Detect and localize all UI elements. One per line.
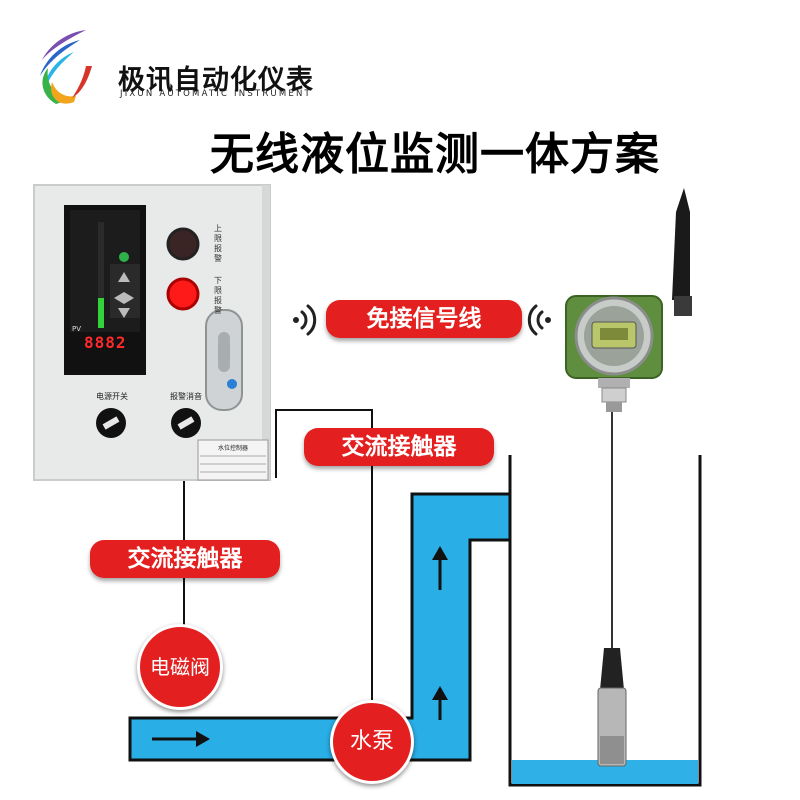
- alarm-mute-label: 报警消音: [170, 392, 202, 401]
- tank-outline: [508, 455, 702, 787]
- power-switch-label: 电源开关: [96, 392, 128, 401]
- submersible-probe: [597, 648, 627, 767]
- meter-pv-label: PV: [72, 325, 82, 333]
- pump-label: 水泵: [349, 729, 394, 754]
- brand-name: 极讯自动化仪表: [118, 65, 314, 96]
- contactor-label-right: 交流接触器: [304, 428, 494, 466]
- wifi-icon-left: [293, 304, 317, 336]
- lower-alarm-label: 下限报警: [214, 276, 222, 315]
- solenoid-valve-badge: 电磁阀: [137, 624, 223, 710]
- solenoid-valve-label: 电磁阀: [150, 655, 210, 679]
- water-pipe: [128, 492, 512, 762]
- meter-display: 8882: [84, 333, 127, 352]
- wifi-icon-right: [527, 304, 551, 336]
- contactor-label-left: 交流接触器: [90, 540, 280, 578]
- upper-alarm-label: 上限报警: [214, 224, 222, 263]
- flow-arrow-right-head: [196, 731, 210, 747]
- control-cabinet: [33, 184, 271, 481]
- page-title: 无线液位监测一体方案: [210, 129, 660, 180]
- level-bar: [98, 298, 104, 328]
- brand-subtitle: JIXUN AUTOMATIC INSTRUMENT: [120, 89, 312, 99]
- flow-arrow-up-upper: [432, 546, 448, 560]
- pump-badge: 水泵: [330, 700, 414, 784]
- signal-wire-right: [275, 409, 373, 700]
- wireless-label: 免接信号线: [326, 300, 522, 338]
- antenna: [672, 188, 690, 300]
- brand-logo: [40, 30, 92, 104]
- flow-arrow-up-lower: [432, 686, 448, 700]
- wireless-level-transmitter: [565, 295, 663, 412]
- nameplate-title: 水位控制器: [218, 445, 249, 452]
